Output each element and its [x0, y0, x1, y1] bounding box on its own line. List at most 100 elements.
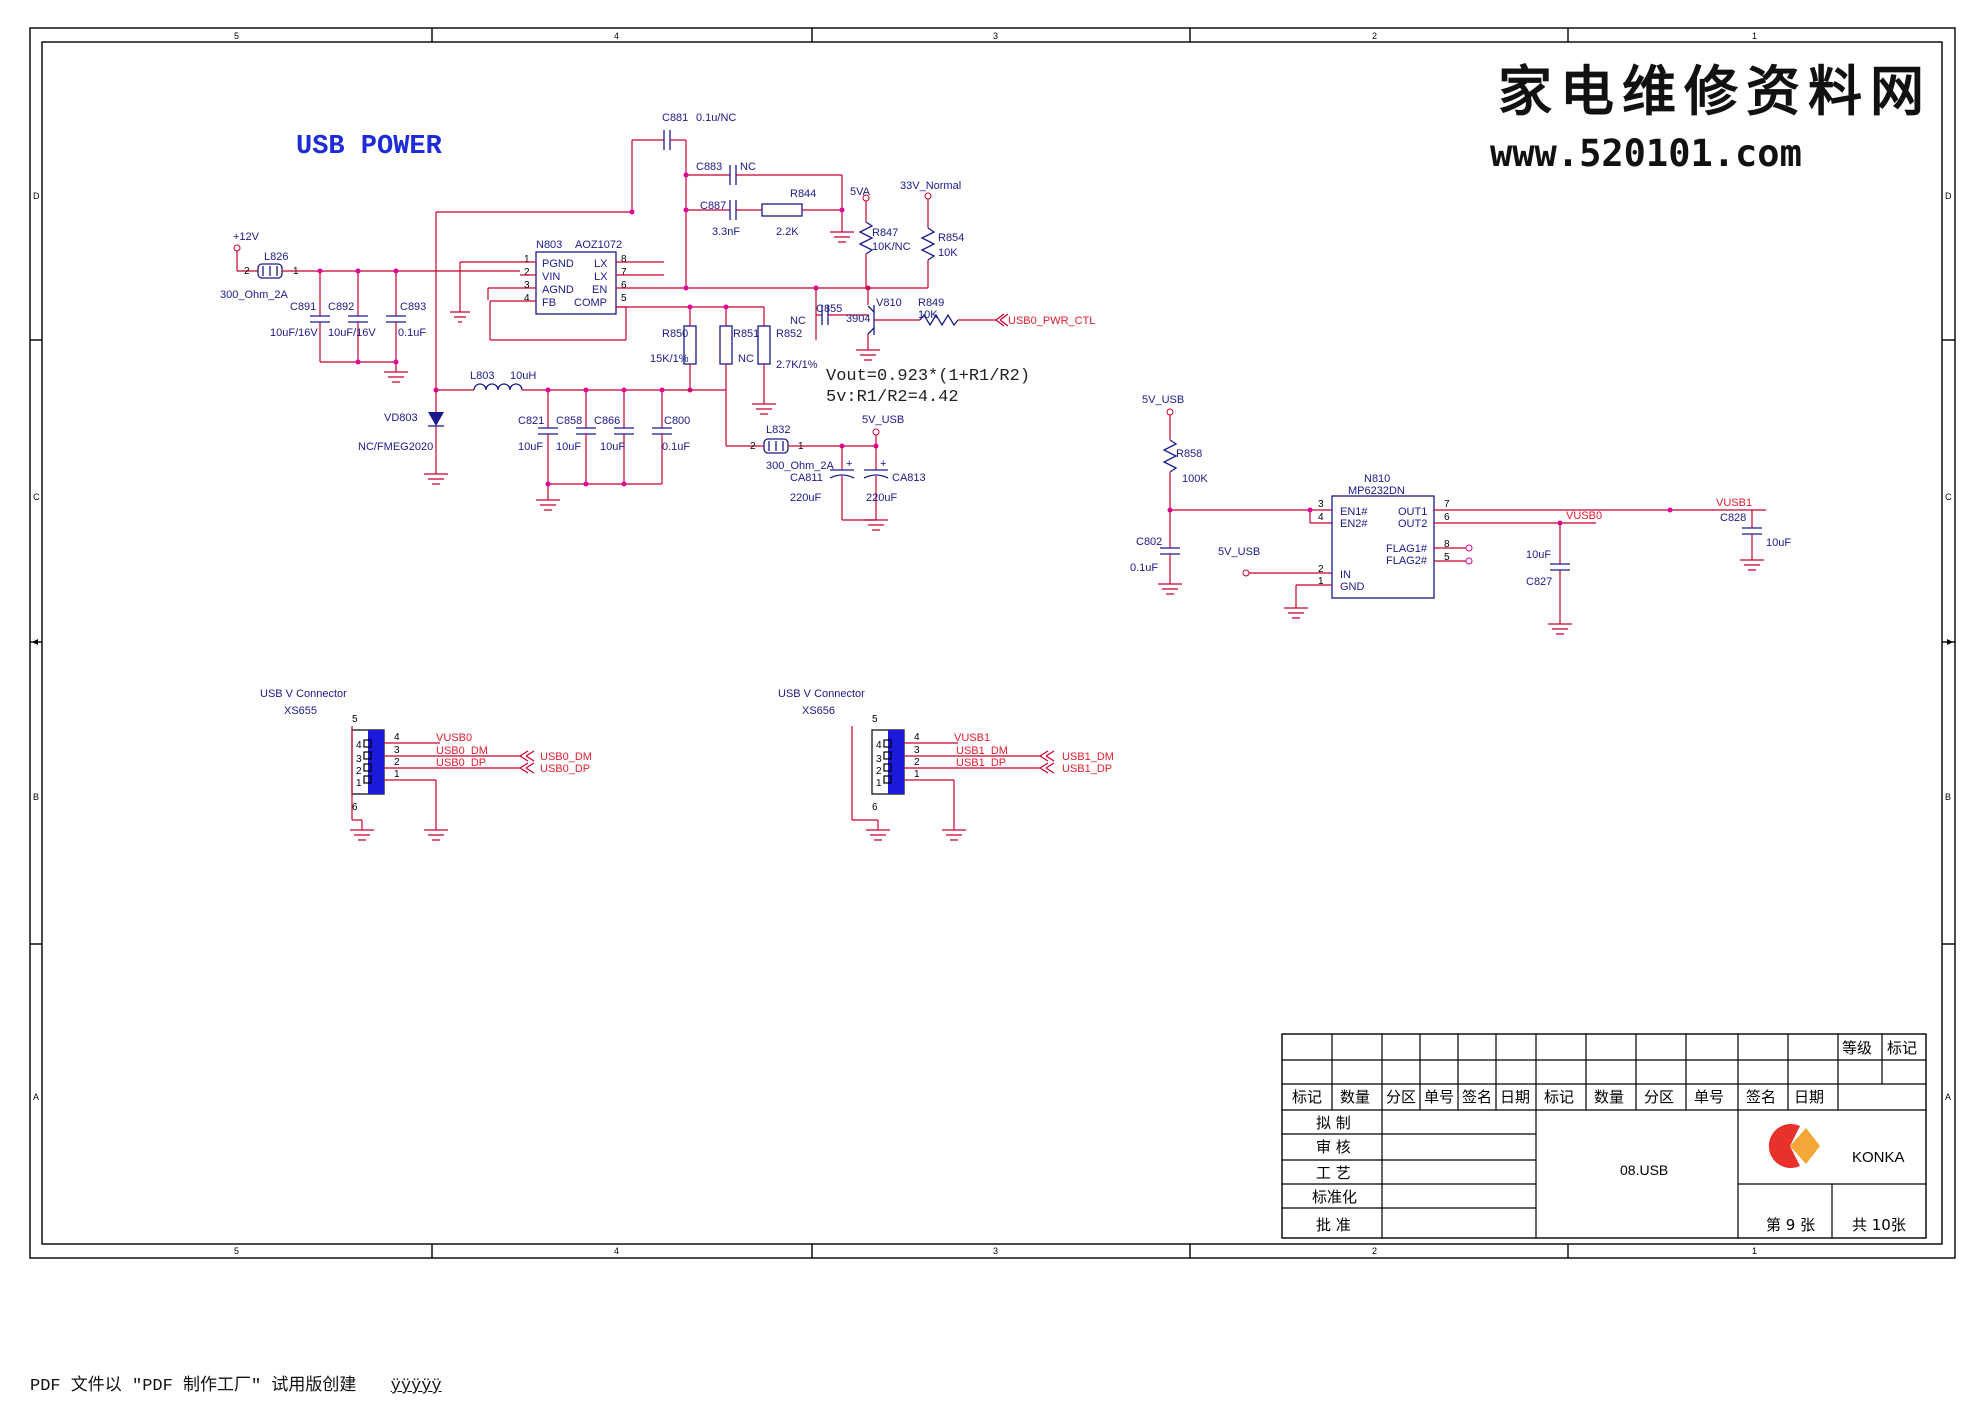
c891-value: 10uF/16V	[270, 327, 318, 339]
r849-resistor	[919, 313, 959, 327]
svg-text:8: 8	[1444, 539, 1450, 550]
l826-ref: L826	[264, 251, 288, 263]
r858-value: 100K	[1182, 473, 1208, 485]
r850-ref: R850	[662, 328, 688, 340]
svg-text:4: 4	[394, 732, 400, 743]
arrow-in-icon	[995, 313, 1009, 327]
svg-text:2: 2	[394, 757, 400, 768]
ground-icon	[1158, 583, 1182, 595]
watermark-cn: 家电维修资料网	[1498, 59, 1932, 123]
c866-value: 10uF	[600, 441, 625, 453]
zone-col-5-bottom: 5	[234, 1246, 239, 1256]
ground-icon	[450, 311, 470, 323]
c893-ref: C893	[400, 301, 426, 313]
zone-row-a-right: A	[1945, 1092, 1951, 1102]
svg-text:5: 5	[1444, 552, 1450, 563]
c883-value: NC	[740, 161, 756, 173]
footer-link[interactable]: ÿÿÿÿÿ	[390, 1377, 442, 1396]
vd803-ref: VD803	[384, 412, 418, 424]
svg-text:+: +	[846, 458, 852, 470]
xs656-title: USB V Connector	[778, 688, 865, 700]
svg-text:2: 2	[244, 266, 250, 277]
tb-sheet-number: 第 9 张	[1766, 1216, 1815, 1234]
n810-pin-flag1: FLAG1#	[1386, 543, 1428, 555]
n803-pin-fb: FB	[542, 297, 556, 309]
r844-resistor	[761, 203, 803, 217]
svg-text:5: 5	[352, 714, 358, 725]
svg-text:2: 2	[750, 441, 756, 452]
zone-col-1-bottom: 1	[1752, 1246, 1757, 1256]
ca811-capacitor	[829, 474, 855, 479]
tb-grade: 等级	[1842, 1039, 1872, 1057]
n803-ref: N803	[536, 239, 562, 251]
ground-icon	[752, 403, 776, 415]
xs655-vusb0: VUSB0	[436, 732, 472, 744]
tb-hdr-3: 单号	[1424, 1088, 1454, 1106]
ground-icon	[350, 829, 374, 841]
n803-pin-agnd: AGND	[542, 284, 574, 296]
c893-value: 0.1uF	[398, 327, 426, 339]
xs655-dm: USB0_DM	[436, 745, 488, 757]
xs655-title: USB V Connector	[260, 688, 347, 700]
tb-role-approve: 批 准	[1316, 1216, 1351, 1234]
n810-pin-out1: OUT1	[1398, 506, 1427, 518]
c802-ref: C802	[1136, 536, 1162, 548]
zone-col-5-top: 5	[234, 31, 239, 41]
svg-text:1: 1	[524, 254, 530, 265]
tb-hdr-5: 日期	[1500, 1088, 1530, 1106]
l803-value: 10uH	[510, 370, 536, 382]
ground-icon	[424, 829, 448, 841]
v5usb-label-3: 5V_USB	[1218, 546, 1260, 558]
c883-ref: C883	[696, 161, 722, 173]
vd803-diode	[428, 412, 444, 426]
r851-value: NC	[738, 353, 754, 365]
c891-ref: C891	[290, 301, 316, 313]
tb-hdr-4: 签名	[1462, 1088, 1492, 1106]
watermark-url: www.520101.com	[1490, 132, 1802, 175]
c892-ref: C892	[328, 301, 354, 313]
n803-pin-comp: COMP	[574, 297, 607, 309]
c821-value: 10uF	[518, 441, 543, 453]
xs656-connector	[888, 730, 904, 794]
formula-vout: Vout=0.923*(1+R1/R2)	[826, 367, 1030, 386]
zone-col-3-bottom: 3	[993, 1246, 998, 1256]
r850-value: 15K/1%	[650, 353, 689, 365]
xs656-ref: XS656	[802, 705, 835, 717]
tb-role-draft: 拟 制	[1316, 1114, 1351, 1132]
ground-icon	[1548, 623, 1572, 635]
ground-icon	[856, 349, 880, 361]
zone-row-b-left: B	[33, 792, 39, 802]
p12v-label: +12V	[233, 231, 260, 243]
c866-ref: C866	[594, 415, 620, 427]
svg-text:3: 3	[1318, 499, 1324, 510]
n803-part: AOZ1072	[575, 239, 622, 251]
ground-icon	[1284, 607, 1308, 619]
ground-icon	[942, 829, 966, 841]
ground-icon	[384, 371, 408, 383]
footer-note: PDF 文件以 "PDF 制作工厂" 试用版创建	[30, 1377, 357, 1396]
arrow-icon	[1039, 762, 1055, 774]
r852-value: 2.7K/1%	[776, 359, 818, 371]
pdf-footer: PDF 文件以 "PDF 制作工厂" 试用版创建 ÿÿÿÿÿ	[30, 1370, 631, 1396]
zone-row-a-left: A	[33, 1092, 39, 1102]
n810-pin-out2: OUT2	[1398, 518, 1427, 530]
title-block: 等级 标记 标记 数量 分区 单号 签名 日期 标记 数量 分区 单号 签名 日…	[1281, 1033, 1927, 1239]
tb-role-review: 审 核	[1316, 1138, 1351, 1156]
svg-text:4: 4	[876, 740, 882, 751]
svg-text:2: 2	[914, 757, 920, 768]
svg-text:2: 2	[356, 766, 362, 777]
n803-pin-pgnd: PGND	[542, 258, 574, 270]
svg-text:2: 2	[524, 267, 530, 278]
zone-row-b-right: B	[1945, 792, 1951, 802]
svg-text:2: 2	[876, 766, 882, 777]
svg-text:+: +	[880, 458, 886, 470]
v33-label: 33V_Normal	[900, 180, 961, 192]
formula-ratio: 5v:R1/R2=4.42	[826, 388, 959, 407]
svg-text:4: 4	[1318, 512, 1324, 523]
tb-hdr-2: 分区	[1386, 1088, 1416, 1106]
xs656-dp: USB1_DP	[956, 757, 1006, 769]
c892-value: 10uF/16V	[328, 327, 376, 339]
tb-company: KONKA	[1852, 1149, 1905, 1166]
